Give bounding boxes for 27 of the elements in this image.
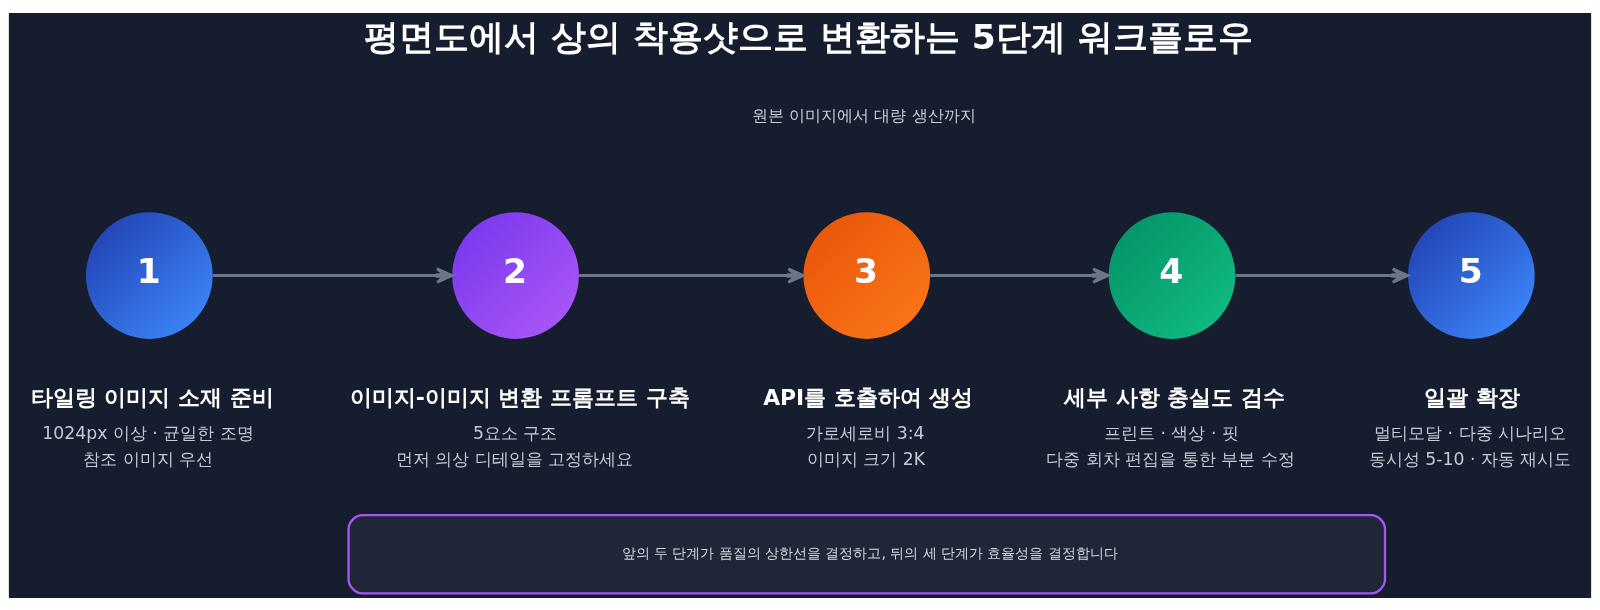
arrow <box>579 266 805 284</box>
label: 원본 이미지에서 대량 생산까지 <box>752 105 976 125</box>
arrow <box>930 266 1110 284</box>
arrow <box>1235 266 1410 284</box>
node-label: 다중 회차 편집을 통한 부분 수정 <box>1046 448 1295 469</box>
node-circle: 3 <box>803 211 931 339</box>
arrow <box>213 266 454 284</box>
node-label: 1024px 이상 · 균일한 조명 <box>42 422 254 443</box>
node-label: 이미지-이미지 변환 프롬프트 구축 <box>349 384 690 410</box>
node-box: 앞의 두 단계가 품질의 상한선을 결정하고, 뒤의 세 단계가 효율성을 결정합니다 <box>347 513 1387 595</box>
node-label: 프린트 · 색상 · 핏 <box>1104 422 1239 443</box>
node-label: 5요소 구조 <box>472 422 558 443</box>
node-circle: 1 <box>86 211 213 339</box>
node-label: 멀티모달 · 다중 시나리오 <box>1374 422 1567 443</box>
node-label: 동시성 5-10 · 자동 재시도 <box>1368 448 1572 469</box>
node-label: 세부 사항 충실도 검수 <box>1064 384 1286 410</box>
node-circle: 5 <box>1408 211 1535 339</box>
node-label: 이미지 크기 2K <box>806 448 926 469</box>
node-label: 먼저 의상 디테일을 고정하세요 <box>395 448 634 469</box>
node-label: 가로세로비 3:4 <box>806 422 925 443</box>
node-label: 일괄 확장 <box>1424 384 1520 410</box>
node-label: 타일링 이미지 소재 준비 <box>30 384 274 410</box>
node-label: 참조 이미지 우선 <box>83 448 214 469</box>
node-circle: 2 <box>452 211 579 339</box>
node-label: API를 호출하여 생성 <box>763 384 974 410</box>
diagram-title: 평면도에서 상의 착용샷으로 변환하는 5단계 워크플로우 <box>363 16 1253 57</box>
node-circle: 4 <box>1108 211 1236 339</box>
